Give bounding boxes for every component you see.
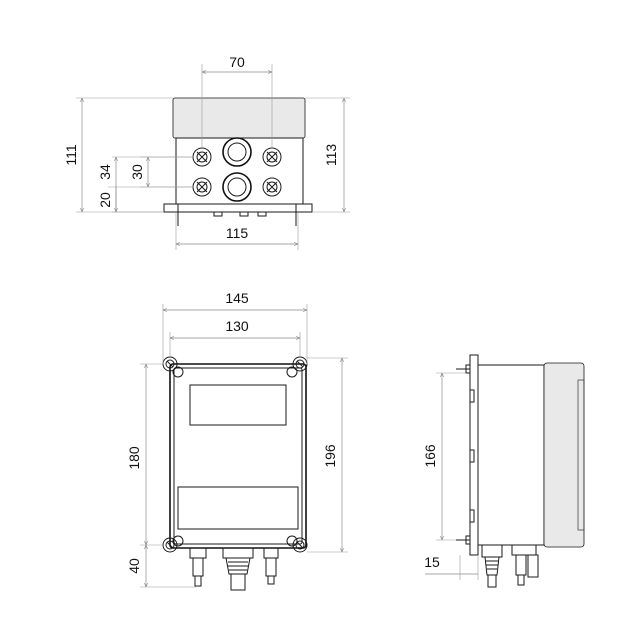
top-gland-upper (222, 137, 252, 167)
side-body (477, 364, 545, 546)
front-window-top (189, 384, 287, 426)
dim-front-145: 145 (225, 290, 249, 306)
dim-top-34: 34 (97, 164, 113, 180)
dim-front-40: 40 (126, 558, 142, 574)
top-view-flange (163, 203, 313, 213)
dim-top-111: 111 (63, 144, 79, 165)
top-connector-right-lower (262, 177, 282, 197)
dim-front-130: 130 (225, 318, 249, 334)
front-view: 145 130 180 40 196 (126, 290, 348, 591)
dim-top-115: 115 (226, 225, 249, 241)
top-view: 70 111 34 30 20 115 113 (63, 54, 350, 250)
dim-top-113: 113 (323, 144, 339, 167)
dim-top-30: 30 (129, 164, 145, 180)
side-connector-right (511, 544, 539, 586)
side-connector-left (481, 544, 503, 588)
dim-front-196: 196 (322, 444, 338, 468)
dim-top-70: 70 (229, 54, 245, 70)
top-gland-lower (222, 172, 252, 202)
front-connector-left (189, 547, 207, 587)
side-view: 166 15 (422, 354, 585, 588)
dim-side-166: 166 (422, 444, 438, 468)
dim-top-20: 20 (97, 192, 113, 208)
top-view-lid (172, 97, 306, 139)
dim-front-180: 180 (126, 446, 142, 470)
front-window-bottom (177, 486, 299, 530)
front-cable-gland (222, 547, 254, 591)
front-screw-br (292, 537, 308, 553)
top-view-body (175, 137, 304, 205)
front-connector-right (263, 547, 279, 585)
dim-side-15: 15 (424, 554, 440, 570)
